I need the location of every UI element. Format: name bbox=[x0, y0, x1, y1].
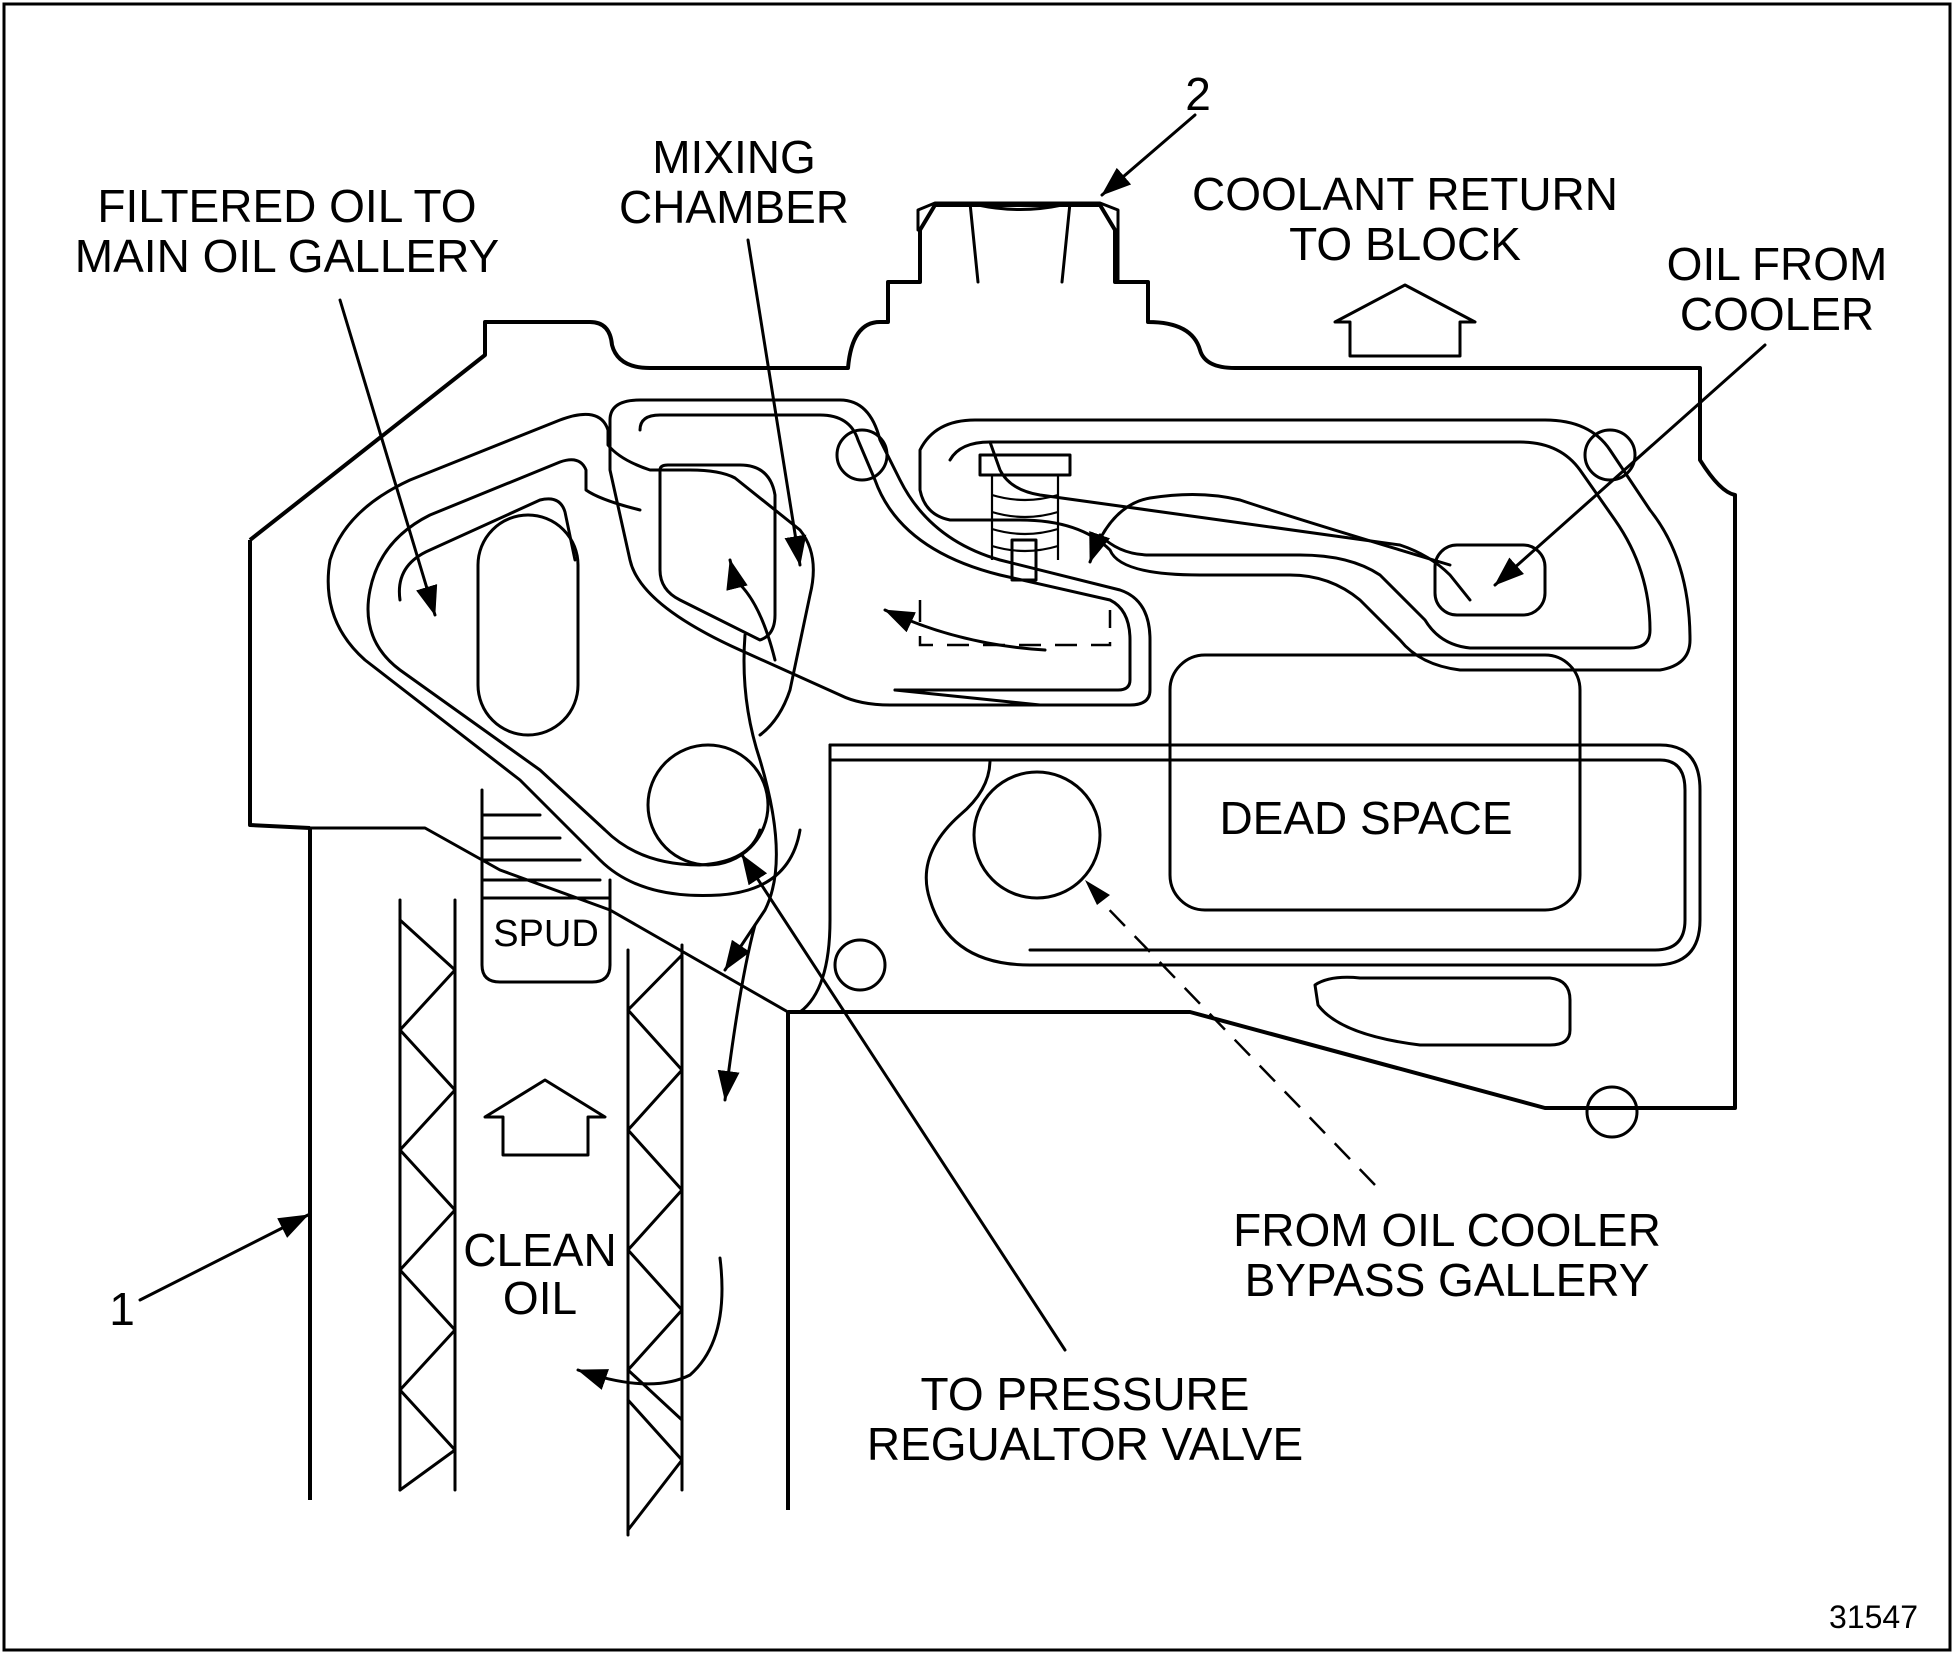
bolt-hole bbox=[1585, 1085, 1639, 1139]
filtered-oil-slot bbox=[476, 513, 580, 737]
figure-number: 31547 bbox=[1829, 1599, 1918, 1635]
dead-space-label: DEAD SPACE bbox=[1219, 792, 1512, 844]
adapter-housing bbox=[248, 203, 1737, 1110]
pressure-regulator-label-line1: TO PRESSURE bbox=[921, 1368, 1250, 1420]
spud bbox=[480, 788, 612, 984]
clean-oil-flow-arrow-icon bbox=[483, 1078, 607, 1157]
coolant-return-arrow-icon bbox=[1333, 283, 1477, 358]
thermostat-spring bbox=[991, 493, 1059, 553]
oil-from-cooler-label-line2: COOLER bbox=[1680, 288, 1874, 340]
bypass-gallery-label-line2: BYPASS GALLERY bbox=[1245, 1254, 1650, 1306]
thermostat-chamber bbox=[918, 418, 1692, 672]
cooler-oil-pocket bbox=[1433, 543, 1547, 617]
mixing-chamber bbox=[608, 398, 1152, 707]
coolant-return-label-line1: COOLANT RETURN bbox=[1192, 168, 1618, 220]
hex-bolt bbox=[916, 201, 1120, 284]
pressure-regulator-label-line2: REGUALTOR VALVE bbox=[867, 1418, 1303, 1470]
clean-oil-label-line1: CLEAN bbox=[463, 1224, 616, 1276]
mixing-chamber-label-line2: CHAMBER bbox=[619, 181, 849, 233]
flow-arrows bbox=[576, 492, 1452, 1390]
thermostat-stem bbox=[1010, 538, 1038, 582]
filtered-oil-passage bbox=[326, 412, 815, 898]
lower-slot bbox=[1313, 975, 1572, 1047]
spud-label: SPUD bbox=[493, 913, 599, 955]
filtered-oil-label-line1: FILTERED OIL TO bbox=[97, 180, 476, 232]
bolt-hole bbox=[1583, 428, 1637, 482]
leader-lines bbox=[138, 113, 1767, 1352]
mixing-chamber-label-line1: MIXING bbox=[652, 131, 816, 183]
bolt-hole bbox=[835, 428, 889, 482]
oil-from-cooler-label-line1: OIL FROM bbox=[1667, 238, 1888, 290]
bolt-hole bbox=[833, 938, 887, 992]
dead-space-region bbox=[1168, 653, 1582, 912]
callout-1: 1 bbox=[109, 1283, 135, 1335]
thermostat-cap bbox=[978, 453, 1072, 477]
clean-oil-label-line2: OIL bbox=[503, 1272, 577, 1324]
coolant-return-label-line2: TO BLOCK bbox=[1289, 218, 1521, 270]
filter-canister bbox=[308, 826, 790, 1537]
callout-2: 2 bbox=[1185, 68, 1211, 120]
filtered-oil-label-line2: MAIN OIL GALLERY bbox=[75, 230, 499, 282]
bypass-gallery-label-line1: FROM OIL COOLER bbox=[1233, 1204, 1661, 1256]
pressure-regulator-port bbox=[646, 743, 770, 867]
lower-passage bbox=[798, 743, 1702, 1014]
bypass-gallery-port bbox=[972, 770, 1102, 900]
